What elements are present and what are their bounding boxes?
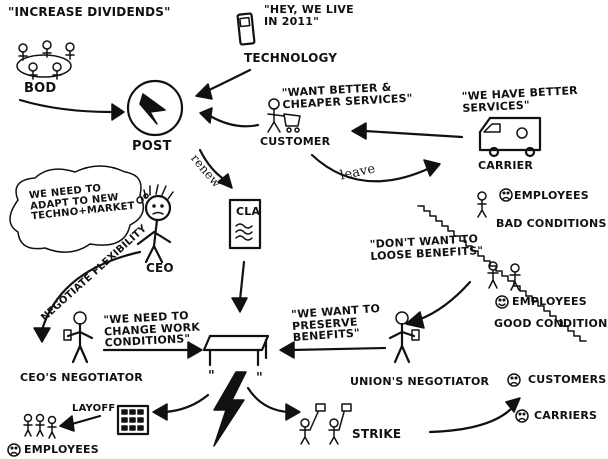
ceo-negotiator-figure-icon [63,311,94,364]
unions-negotiator-label: UNION'S NEGOTIATOR [350,375,490,388]
thought-cloud-icon [9,165,145,253]
bod-label: BOD [24,81,57,96]
carriers-label: CARRIERS [534,409,598,422]
office-grid-icon [116,404,150,436]
strike-label: STRIKE [352,427,402,441]
good-conditions-label: GOOD CONDITIONS [494,317,608,330]
strikers-icon [299,403,352,445]
post-logo-icon [126,79,184,137]
employees-sad-face-icon [7,443,21,457]
happy-face-icon [495,295,509,309]
we-want-preserve-quote: "WE WANT TO PRESERVE BENEFITS" [290,301,381,345]
lightning-bolt-icon [213,371,247,447]
hey-we-live-quote: "HEY, WE LIVE IN 2011" [264,3,354,28]
customers-sad-face-icon [507,373,521,387]
carriers-sad-face-icon [515,409,529,423]
negotiation-table-icon [202,334,270,367]
happy-employees-icon [487,261,521,291]
ceo-label: CEO [146,261,174,275]
employees-bottom-label: EMPLOYEES [24,443,99,456]
cla-label: CLA [236,205,261,218]
customers-label: CUSTOMERS [528,373,607,386]
mobile-phone-icon [236,12,256,46]
carrier-van-icon [478,116,542,158]
union-negotiator-figure-icon [388,311,420,364]
technology-label: TECHNOLOGY [244,51,338,65]
sad-face-icon [499,188,513,202]
we-need-change-quote: "WE NEED TO CHANGE WORK CONDITIONS" [103,309,201,350]
cla-document-icon [228,198,262,250]
post-label: POST [132,139,172,154]
sad-employee-icon [477,191,487,218]
bod-people-icon [16,40,75,80]
employees-bad-label: EMPLOYEES [514,189,589,202]
employees-good-label: EMPLOYEES [512,295,587,308]
ceos-negotiator-label: CEO'S NEGOTIATOR [20,371,143,384]
quote-close-mark: " [256,371,263,386]
customer-label: CUSTOMER [260,135,331,148]
staircase-icon [417,205,587,342]
ceo-figure-icon [136,184,174,264]
carrier-label: CARRIER [478,159,534,172]
quote-open-mark: " [208,369,215,384]
layoff-label: LAYOFF [72,403,116,414]
increase-dividends-quote: "INCREASE DIVIDENDS" [8,5,171,19]
customer-figure-icon [267,98,301,133]
bad-conditions-label: BAD CONDITIONS [496,217,607,230]
laid-off-employees-icon [23,413,57,439]
